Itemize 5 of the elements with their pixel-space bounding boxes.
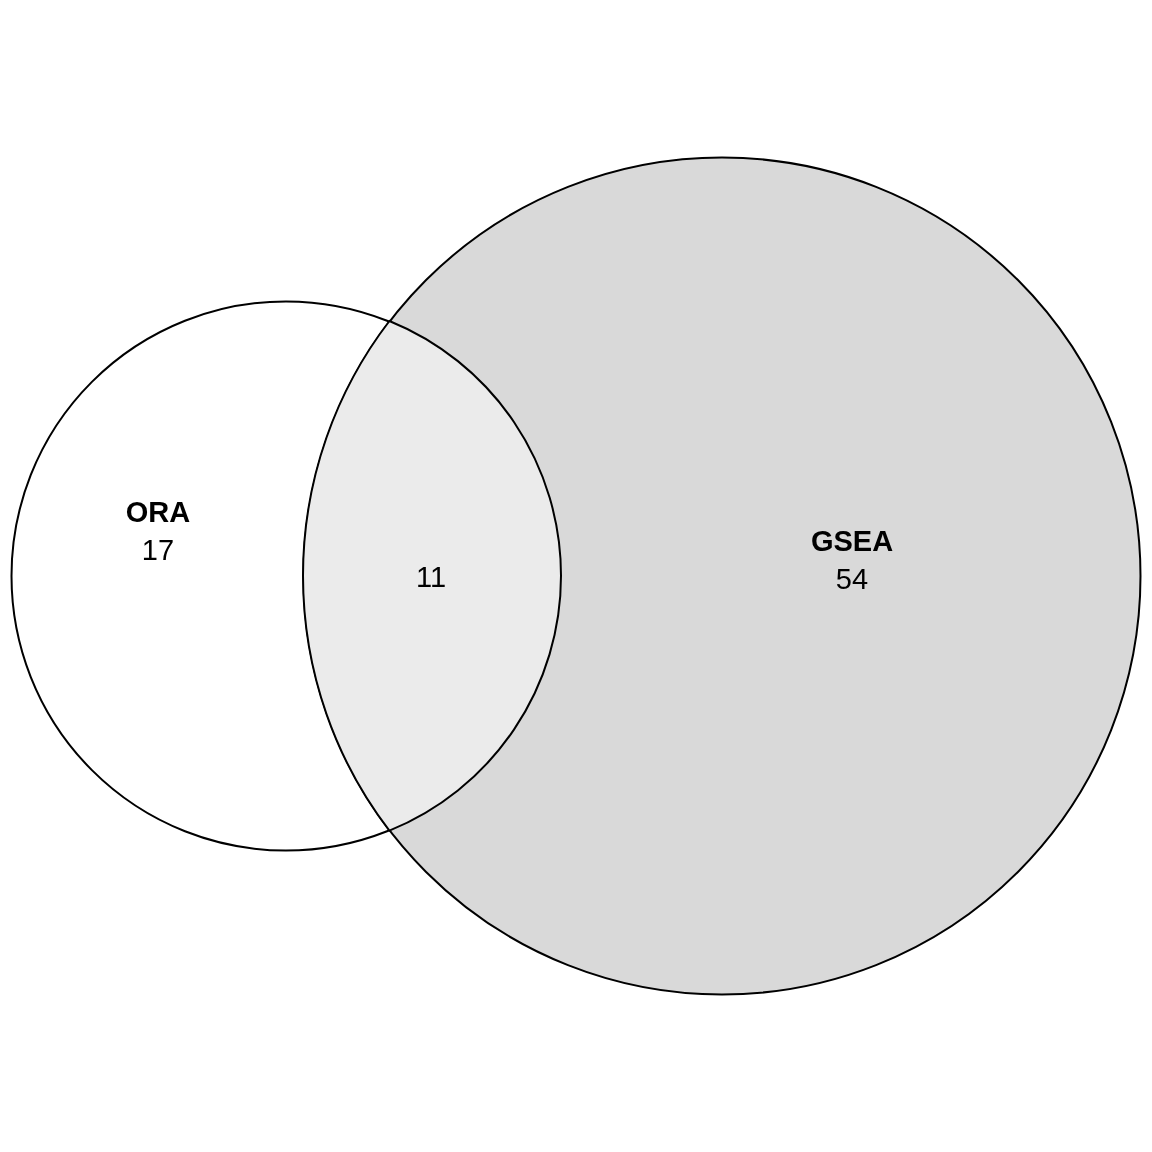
count-label: 54 (835, 562, 869, 597)
count-label: 17 (141, 533, 175, 568)
set-label: GSEA (810, 524, 894, 559)
set-label: ORA (125, 495, 191, 530)
count-label: 11 (415, 560, 447, 595)
